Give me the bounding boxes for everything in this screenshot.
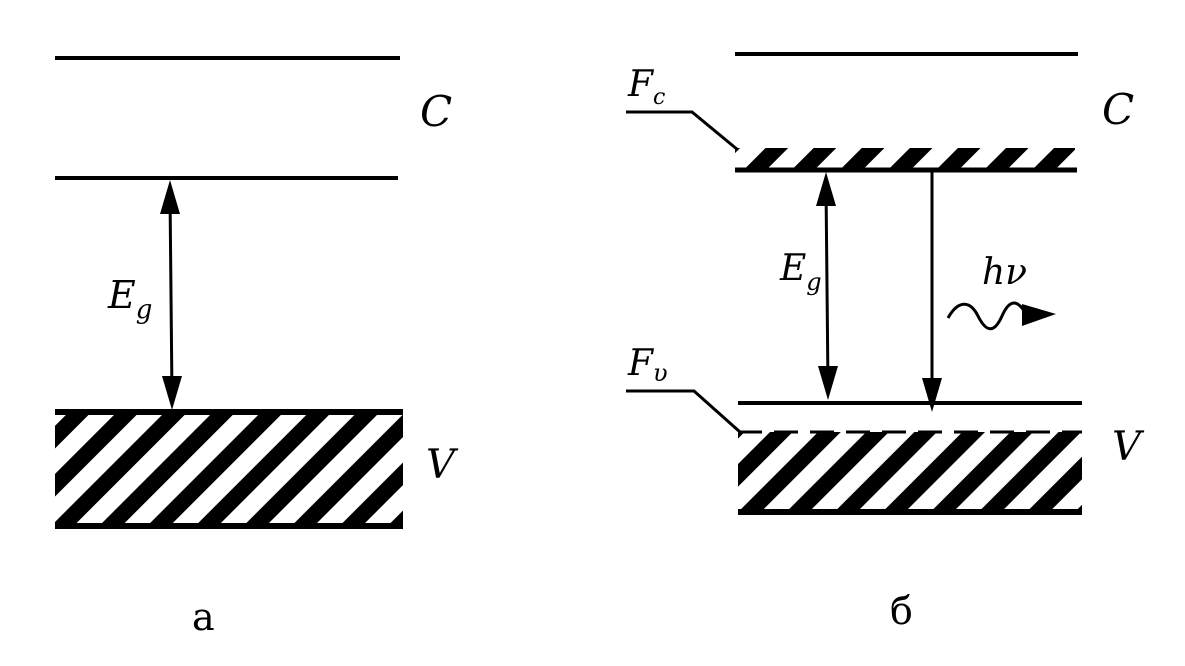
panel-b-conduction-filled-hatch bbox=[735, 148, 1075, 168]
panel-a-conduction-label: C bbox=[420, 87, 452, 136]
panel-a-caption: а bbox=[192, 595, 215, 639]
panel-a-gap-arrow bbox=[168, 193, 174, 397]
panel-a-valence-band-hatch bbox=[55, 412, 403, 526]
panel-b-conduction-label: C bbox=[1102, 85, 1134, 134]
panel-b-caption: б bbox=[890, 589, 913, 633]
panel-b-recombination-arrowhead bbox=[922, 378, 942, 412]
panel-b-fermi-c-label: Fc bbox=[627, 64, 665, 110]
panel-a-valence-label: V bbox=[426, 442, 459, 488]
panel-b-gap-arrow bbox=[824, 185, 830, 387]
panel-b-gap-arrowhead-top bbox=[816, 172, 836, 206]
panel-b-gap-arrowhead-bottom bbox=[818, 366, 838, 400]
panel-b-fermi-v-leader bbox=[626, 389, 741, 434]
panel-b-fermi-v-label: Fυ bbox=[627, 343, 668, 387]
panel-a-gap-arrowhead-top bbox=[160, 180, 180, 214]
panel-b-gap-label: Eg bbox=[779, 248, 822, 296]
panel-a-gap-label: Eg bbox=[107, 273, 152, 325]
panel-b-photon-wave bbox=[946, 301, 1028, 331]
panel-b-valence-band-hatch bbox=[738, 432, 1082, 512]
panel-a: Eg C V а bbox=[55, 56, 459, 639]
panel-b: Fc Fυ Eg hν C V б bbox=[626, 52, 1145, 633]
panel-b-fermi-c-leader bbox=[626, 110, 739, 152]
panel-b-valence-label: V bbox=[1112, 424, 1145, 470]
panel-b-photon-label: hν bbox=[982, 252, 1027, 293]
panel-b-photon-arrowhead bbox=[1022, 304, 1056, 326]
panel-a-gap-arrowhead-bottom bbox=[162, 376, 182, 410]
